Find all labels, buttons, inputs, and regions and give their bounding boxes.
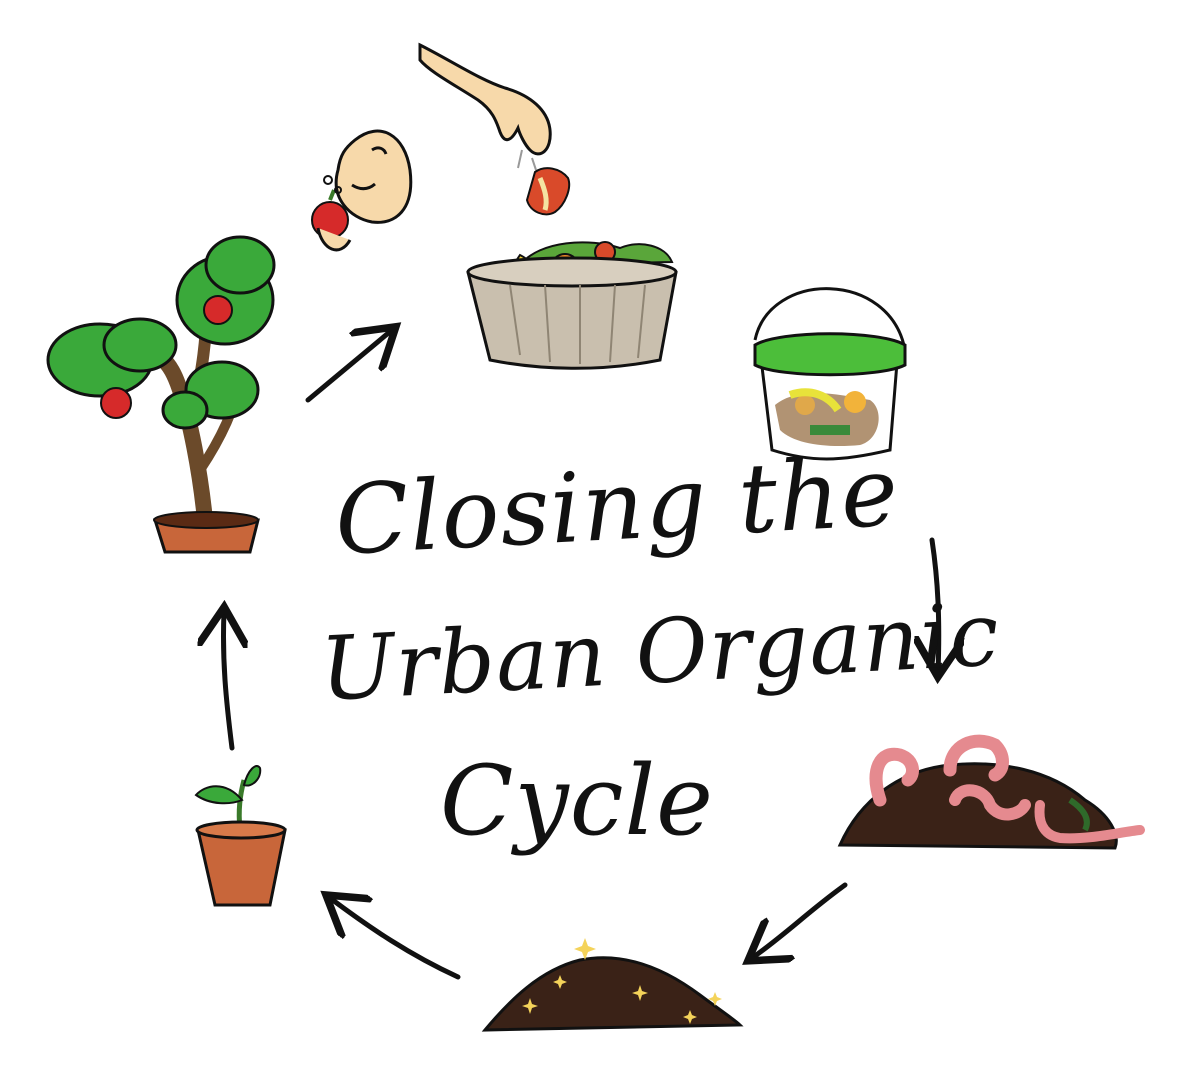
- compost-bin-icon: [466, 241, 678, 370]
- compost-soil-icon: [481, 938, 744, 1032]
- arrow-bucket-to-worms: [932, 537, 939, 672]
- seedling-icon: [194, 765, 287, 907]
- hand-icon: [418, 42, 571, 216]
- person-eating-icon: [311, 129, 413, 252]
- apple-tree-icon: [46, 235, 276, 554]
- arrow-seedling-to-tree: [223, 612, 232, 751]
- title-line-3: Cycle: [440, 745, 714, 857]
- cycle-arrows: [223, 330, 939, 980]
- arrow-compost-to-seedling: [330, 898, 461, 980]
- arrow-worms-to-compost: [752, 882, 848, 958]
- worm-pile-icon: [837, 734, 1145, 850]
- bucket-icon: [753, 287, 907, 461]
- arrow-tree-to-bin: [305, 330, 392, 403]
